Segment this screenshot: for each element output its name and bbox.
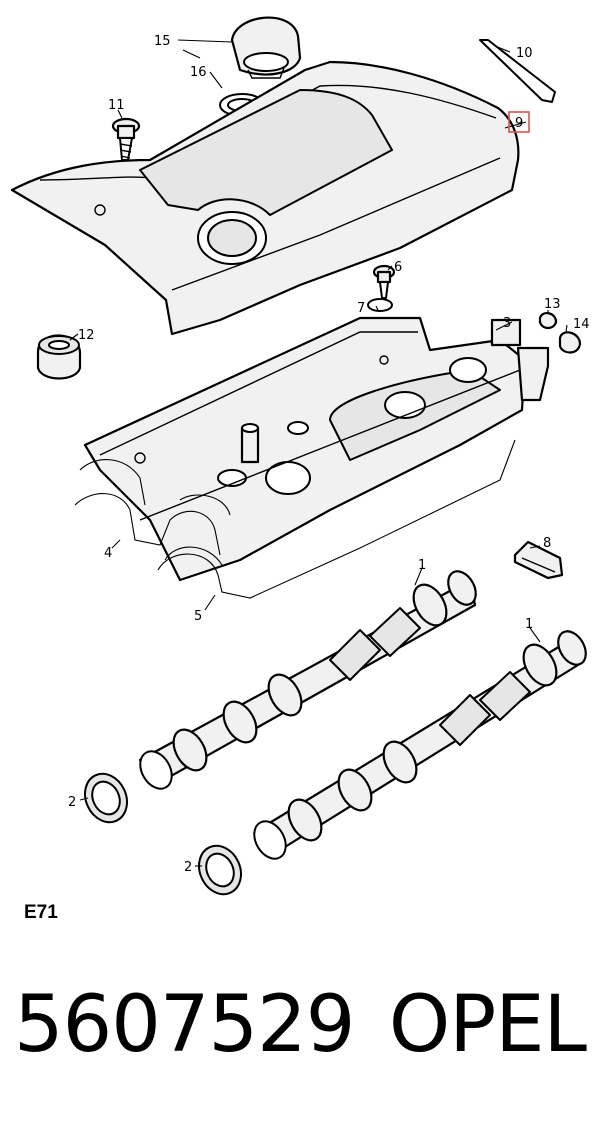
callout-14: 14 xyxy=(573,317,590,332)
callout-6: 6 xyxy=(394,260,402,275)
callout-12: 12 xyxy=(78,328,95,343)
callout-8: 8 xyxy=(543,536,551,551)
leader-lines xyxy=(69,39,568,867)
gasket-part-4[interactable] xyxy=(74,459,231,556)
callout-13: 13 xyxy=(544,297,561,312)
part-number: 5607529 xyxy=(14,980,355,1070)
bracket-part-8[interactable] xyxy=(513,540,564,580)
callout-4: 4 xyxy=(104,546,112,561)
callout-10: 10 xyxy=(516,46,533,61)
seal-ring-part-2-lower[interactable] xyxy=(191,839,248,901)
seal-ring-part-2-upper[interactable] xyxy=(77,767,134,829)
camshaft-housing-part-3[interactable] xyxy=(83,316,550,582)
callout-16: 16 xyxy=(190,65,207,80)
callout-1-upper: 1 xyxy=(418,558,426,573)
gasket-part-5[interactable] xyxy=(157,439,516,599)
callout-1-lower: 1 xyxy=(525,617,533,632)
callout-5: 5 xyxy=(194,609,202,624)
part-caption: 5607529 OPEL xyxy=(0,975,600,1085)
brand-name: OPEL xyxy=(388,980,587,1070)
callout-2-lower: 2 xyxy=(184,860,192,875)
plug-part-13[interactable] xyxy=(538,312,558,330)
plug-part-14[interactable] xyxy=(558,331,582,354)
camshaft-lower-part-1[interactable] xyxy=(248,626,592,864)
callout-11: 11 xyxy=(108,98,125,113)
callout-9-highlight xyxy=(508,111,530,133)
callout-9: 9 xyxy=(515,116,523,131)
screw-part-6[interactable] xyxy=(372,264,396,299)
ring-part-7[interactable] xyxy=(367,298,393,312)
callout-15: 15 xyxy=(154,34,171,49)
callout-2-upper: 2 xyxy=(68,795,76,810)
camshaft-upper-part-1[interactable] xyxy=(134,566,482,794)
diagram-code: E71 xyxy=(24,902,58,923)
strip-part-10[interactable] xyxy=(479,39,556,103)
engine-cover-part-9[interactable] xyxy=(10,60,520,336)
bolt-part-11[interactable] xyxy=(111,117,141,161)
parts-diagram: 15 16 11 10 9 6 7 12 13 14 3 4 5 8 1 1 2… xyxy=(10,16,592,901)
oil-filler-cap-part-15[interactable] xyxy=(230,16,302,79)
callout-7: 7 xyxy=(357,301,365,316)
grommet-part-12[interactable] xyxy=(36,334,82,380)
callout-3: 3 xyxy=(503,316,511,331)
